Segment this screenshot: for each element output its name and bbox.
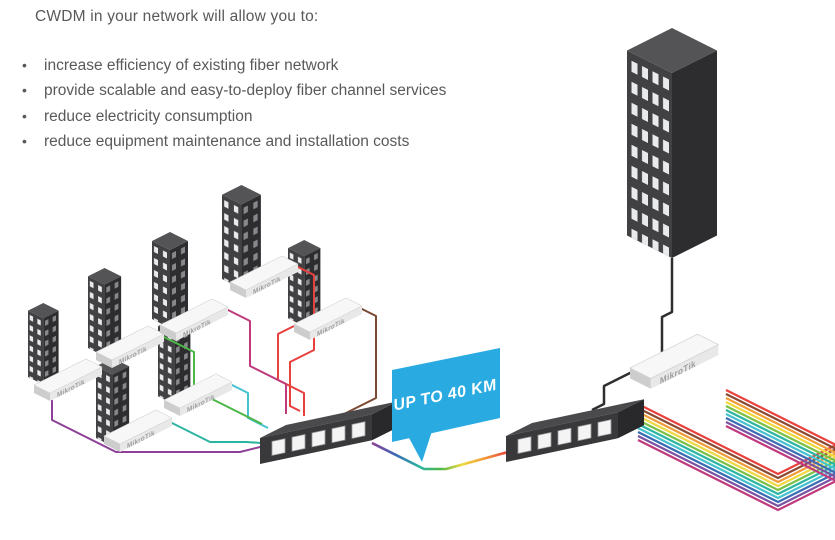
wavelength-ribbon bbox=[637, 425, 835, 512]
trunk-fiber-link bbox=[371, 441, 509, 471]
wavelength-ribbon bbox=[637, 401, 835, 488]
fiber-link bbox=[225, 308, 287, 414]
cwdm-mux-left bbox=[259, 400, 399, 465]
fiber-link bbox=[289, 265, 315, 412]
mikrotik-device: MikroTik bbox=[629, 333, 719, 390]
benefit-item: increase efficiency of existing fiber ne… bbox=[22, 56, 575, 76]
wavelength-ribbons bbox=[637, 389, 835, 512]
fiber-link bbox=[343, 307, 377, 415]
dark-fiber-link bbox=[660, 258, 674, 352]
building bbox=[28, 303, 59, 385]
device-chassis bbox=[629, 333, 719, 390]
wavelength-ribbon bbox=[637, 409, 835, 496]
dark-fiber-link bbox=[591, 370, 633, 412]
access-fibers bbox=[51, 265, 377, 453]
cwdm-mux-right bbox=[505, 398, 645, 463]
benefits-list: increase efficiency of existing fiber ne… bbox=[22, 56, 575, 153]
distance-banner: UP TO 40 KM bbox=[392, 348, 500, 462]
fiber-link bbox=[229, 383, 269, 429]
dark-fibers bbox=[591, 258, 674, 412]
wavelength-ribbon bbox=[637, 405, 835, 492]
benefit-item: reduce electricity consumption bbox=[22, 107, 575, 127]
page-title: CWDM in your network will allow you to: bbox=[35, 8, 319, 25]
intro-text-block: CWDM in your network will allow you to: … bbox=[22, 8, 575, 158]
fiber-link bbox=[51, 400, 265, 453]
banner-pointer bbox=[408, 431, 432, 462]
benefit-item: reduce equipment maintenance and install… bbox=[22, 132, 575, 152]
fiber-link bbox=[169, 421, 263, 444]
building-large bbox=[627, 28, 717, 258]
banner-shape bbox=[392, 348, 500, 442]
wavelength-ribbon bbox=[637, 417, 835, 504]
wavelength-ribbon bbox=[637, 421, 835, 508]
fiber-link bbox=[161, 335, 263, 425]
wavelength-ribbon bbox=[637, 413, 835, 500]
benefit-item: provide scalable and easy-to-deploy fibe… bbox=[22, 81, 575, 101]
